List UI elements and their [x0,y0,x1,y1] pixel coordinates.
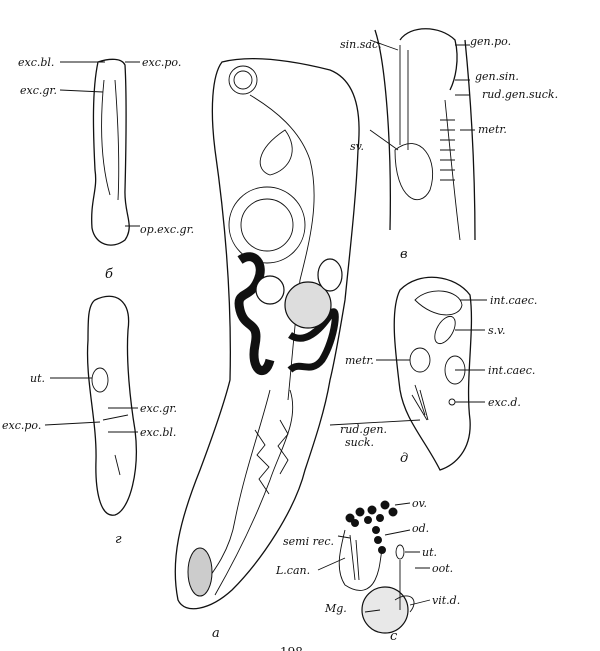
label-exc-gr: exc.gr. [20,84,57,97]
figure-c: ov. od. semi rec. L.can. ut. oot. vit.d.… [275,497,460,644]
figure-c-letter: c [390,629,398,644]
label-semi-rec: semi rec. [283,535,334,548]
label-gen-po: gen.po. [470,35,511,48]
label-gen-sin: gen.sin. [475,70,519,83]
figure-a-whole-worm: a [174,58,360,641]
label-exc-d: exc.d. [488,396,521,409]
label-oot: oot. [432,562,453,575]
page-number: 198 [280,645,303,651]
label-suck: suck. [345,436,374,449]
label-op-exc-gr: op.exc.gr. [140,223,194,236]
label-metr-v: metr. [478,123,507,136]
label-int-caec-1: int.caec. [490,294,537,307]
figure-b: exc.bl. exc.po. exc.gr. op.exc.gr. б [18,56,194,282]
label-vit-d: vit.d. [432,594,460,607]
label-l-can: L.can. [275,564,310,577]
label-rud-gen: rud.gen. [340,423,387,436]
label-int-caec-2: int.caec. [488,364,535,377]
figure-d: int.caec. s.v. metr. int.caec. exc.d. ru… [329,276,537,471]
label-metr-d: metr. [345,354,374,367]
label-sin-sac: sin.sac. [340,38,382,51]
label-sv: sv. [350,140,364,153]
label-exc-bl: exc.bl. [18,56,54,69]
label-ut-c: ut. [422,546,437,559]
label-exc-bl-g: exc.bl. [140,426,176,439]
label-ov: ov. [412,497,427,510]
label-rud-gen-suck-v: rud.gen.suck. [482,88,558,101]
label-exc-po: exc.po. [142,56,181,69]
figure-a-letter: a [212,626,220,641]
label-od: od. [412,522,429,535]
label-exc-po-g: exc.po. [2,419,41,432]
label-ut: ut. [30,372,45,385]
figure-v: sin.sac. gen.po. gen.sin. rud.gen.suck. … [340,28,558,262]
label-s-v: s.v. [488,324,506,337]
label-exc-gr-g: exc.gr. [140,402,177,415]
figure-v-letter: в [400,247,408,262]
figure-g: ut. exc.gr. exc.po. exc.bl. г [2,295,177,547]
figure-b-letter: б [105,267,113,282]
label-mg: Mg. [324,602,347,615]
figure-g-letter: г [115,532,122,547]
figure-d-letter: д [400,451,408,466]
